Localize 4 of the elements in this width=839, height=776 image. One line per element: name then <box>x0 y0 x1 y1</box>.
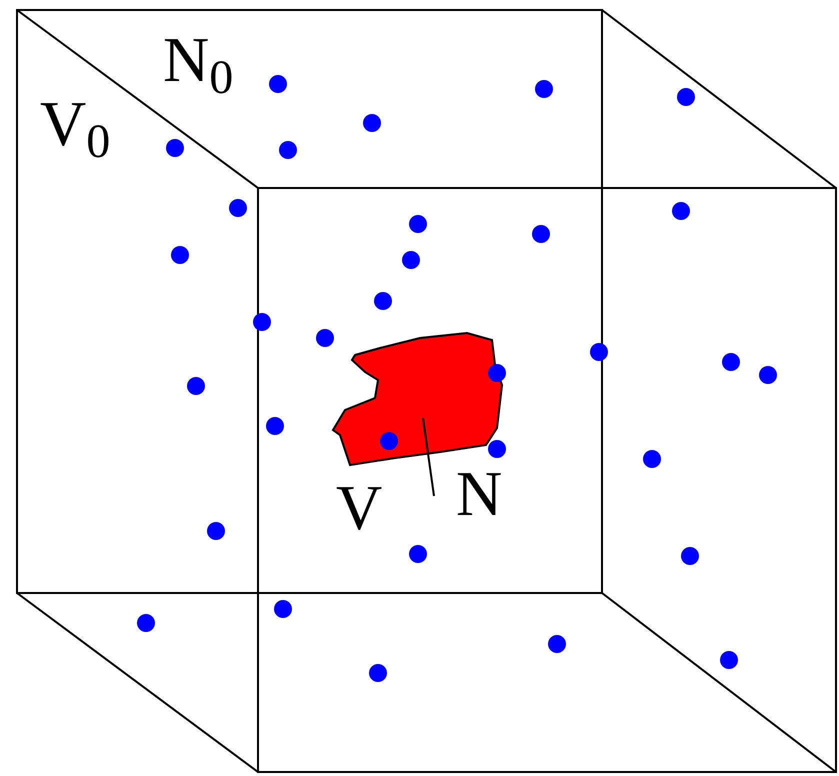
variable-label: V$_{0}$ <box>40 92 110 156</box>
variable-label: N <box>456 462 502 526</box>
variable-label: V <box>336 476 382 540</box>
variable-label: N$_{0}$ <box>163 28 234 92</box>
